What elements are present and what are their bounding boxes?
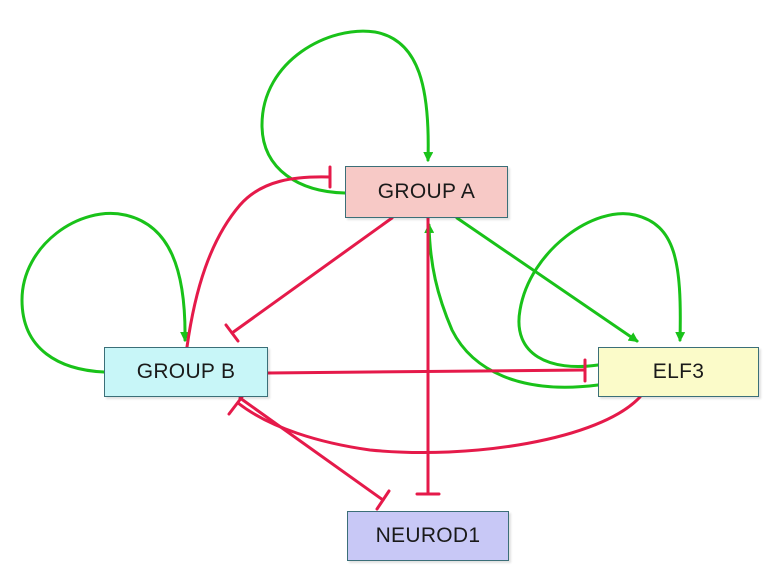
node-neurod1: NEUROD1 — [347, 511, 509, 561]
edge-group-b-inhibits-neurod1 — [238, 396, 385, 502]
edge-elf3-inhibits-group-b — [236, 395, 642, 455]
edge-elf3-self-activation — [517, 212, 686, 368]
edge-elf3-inhibits-group-b-bar — [227, 395, 244, 416]
edge-elf3-activates-group-a — [424, 223, 600, 389]
node-group-b: GROUP B — [104, 347, 268, 397]
node-group-a-label: GROUP A — [377, 180, 476, 203]
edge-group-b-inhibits-group-a — [185, 175, 332, 349]
edge-group-b-inhibits-elf3 — [266, 368, 587, 375]
node-group-a: GROUP A — [345, 166, 508, 218]
edge-group-b-inhibits-neurod1-bar — [375, 489, 391, 511]
inhibition-edges — [185, 165, 642, 511]
edge-group-a-activates-elf3 — [455, 216, 639, 343]
edge-group-a-inhibits-group-b — [230, 216, 394, 335]
node-elf3-label: ELF3 — [652, 360, 705, 383]
edge-group-a-inhibits-group-b-bar — [224, 323, 240, 343]
node-group-b-label: GROUP B — [136, 360, 236, 383]
edge-group-b-self-activation — [20, 212, 191, 374]
edge-group-a-self-activation — [260, 29, 434, 195]
activation-edges — [20, 29, 686, 389]
node-elf3: ELF3 — [598, 347, 759, 397]
node-neurod1-label: NEUROD1 — [375, 524, 481, 547]
